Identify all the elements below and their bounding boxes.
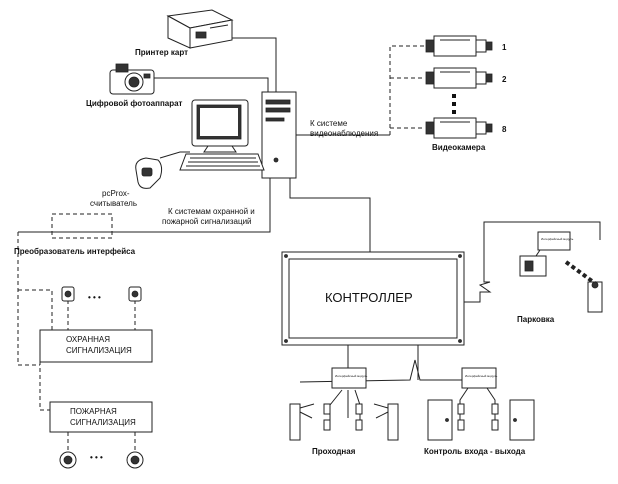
- detector-icon: [61, 286, 75, 302]
- access-control-label: Контроль входа - выхода: [424, 447, 526, 456]
- alarm-link: [18, 178, 271, 233]
- alarm-bus: [17, 232, 40, 366]
- barrier-icon: [564, 260, 603, 313]
- turnstile-icon: [289, 403, 315, 441]
- cam-bus: [389, 45, 425, 135]
- detectors-ellipsis-top: • • •: [88, 293, 101, 302]
- controller-link: [289, 178, 371, 252]
- alarm-link-label-line2: пожарной сигнализаций: [162, 217, 252, 226]
- fire-label-line2: СИГНАЛИЗАЦИЯ: [70, 418, 136, 427]
- printer-label: Принтер карт: [135, 48, 188, 57]
- detector-icon: [126, 451, 144, 469]
- svg-text:Интерфейсный модуль: Интерфейсный модуль: [541, 237, 574, 241]
- printer-link: [216, 37, 277, 92]
- video-camera-icon: [425, 117, 493, 139]
- card-reader-icon: [491, 403, 499, 431]
- checkpoint-label: Проходная: [312, 447, 356, 456]
- connection-lines: [17, 37, 601, 452]
- videocamera-label: Видеокамера: [432, 143, 486, 152]
- svg-text:Интерфейсный модуль: Интерфейсный модуль: [465, 374, 498, 378]
- parking-link: [464, 221, 601, 303]
- reader-label-line1: pcProx-: [102, 189, 130, 198]
- controller-label: КОНТРОЛЛЕР: [325, 290, 413, 305]
- computer-workstation-icon: [179, 91, 297, 179]
- camera-label: Цифровой фотоаппарат: [86, 99, 183, 108]
- card-reader-icon: [355, 403, 363, 431]
- digital-camera-icon: [109, 63, 155, 95]
- door-icon: [509, 399, 535, 441]
- checkpoint-module: Интерфейсный модуль: [331, 367, 368, 389]
- fire-alarm-box: [49, 401, 153, 433]
- detector-icon: [128, 286, 142, 302]
- svg-text:Интерфейсный модуль: Интерфейсный модуль: [335, 374, 368, 378]
- video-camera-icon: [425, 35, 493, 57]
- parking-label: Парковка: [517, 315, 555, 324]
- camera-link: [150, 77, 269, 92]
- security-label-line1: ОХРАННАЯ: [66, 335, 110, 344]
- video-link-label-line1: К системе: [310, 119, 348, 128]
- reader-link: [159, 151, 190, 159]
- interface-converter-box: [51, 213, 113, 239]
- security-label-line2: СИГНАЛИЗАЦИЯ: [66, 346, 132, 355]
- parking-module: Интерфейсный модуль: [519, 231, 574, 277]
- video-camera-icon: [425, 67, 493, 89]
- camera-number-1: 1: [502, 43, 507, 52]
- turnstile-icon: [373, 403, 399, 441]
- video-link-label-line2: видеонаблюдения: [310, 129, 378, 138]
- reader-label-line2: считыватель: [90, 199, 137, 208]
- card-reader-icon: [135, 157, 163, 189]
- controller-box: [281, 251, 465, 346]
- card-reader-icon: [457, 403, 465, 431]
- security-alarm-box: [39, 329, 153, 363]
- interface-converter-label: Преобразователь интерфейса: [14, 247, 136, 256]
- camera-number-8: 8: [502, 125, 507, 134]
- detector-icon: [59, 451, 77, 469]
- ellipsis-vertical: [452, 94, 456, 114]
- access-module: Интерфейсный модуль: [461, 367, 498, 389]
- fire-label-line1: ПОЖАРНАЯ: [70, 407, 117, 416]
- detectors-ellipsis-bottom: • • •: [90, 453, 103, 462]
- card-printer-icon: [166, 9, 234, 49]
- door-icon: [427, 399, 453, 441]
- camera-number-2: 2: [502, 75, 507, 84]
- card-reader-icon: [323, 403, 331, 431]
- alarm-link-label-line1: К системам охранной и: [168, 207, 255, 216]
